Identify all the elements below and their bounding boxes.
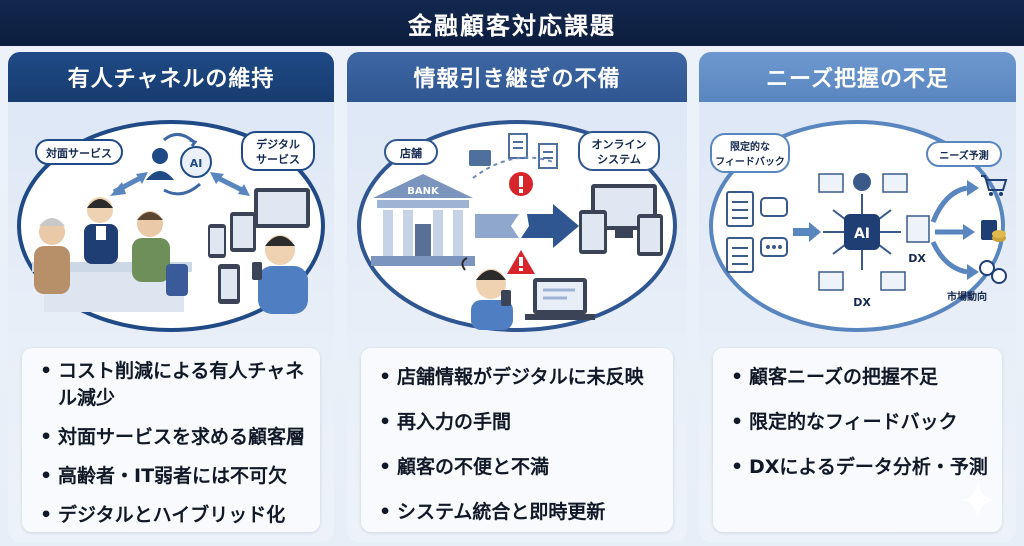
page-title: 金融顧客対応課題 [408, 11, 616, 40]
money-icon [979, 260, 1007, 284]
alert-circle-icon [509, 172, 533, 196]
svg-text:限定的な: 限定的な [730, 140, 770, 153]
input-arrow [793, 222, 821, 242]
svg-text:ニーズ予測: ニーズ予測 [939, 149, 989, 162]
panel-header: ニーズ把握の不足 [699, 52, 1016, 102]
bullet-item: 限定的なフィードバック [731, 409, 990, 436]
feedback-forms-icon [726, 191, 754, 273]
bullet-item: 店舗情報がデジタルに未反映 [379, 364, 661, 391]
bullet-item: DXによるデータ分析・予測 [731, 454, 990, 481]
svg-text:フィードバック: フィードバック [715, 156, 785, 168]
staffed-channel-illustration: 対面サービス デジタル サービス AI [17, 120, 325, 332]
young-user-person [252, 235, 308, 314]
svg-text:対面サービス: 対面サービス [45, 146, 112, 160]
svg-text:AI: AI [854, 226, 870, 242]
face-service-label: 対面サービス [35, 139, 123, 165]
digital-service-label: デジタル サービス [241, 131, 315, 171]
needs-insight-illustration: 限定的な フィードバック ニーズ予測 [709, 120, 1008, 332]
frustrated-user-person [461, 257, 513, 330]
coins-icon [981, 220, 1006, 242]
ai-agent-icon: AI [146, 133, 212, 196]
bank-staff-person [84, 197, 118, 264]
dx-label-bottom: DX [853, 296, 871, 309]
bullet-list: コスト削減による有人チャネル減少 対面サービスを求める顧客層 高齢者・IT弱者に… [22, 348, 320, 532]
bullet-list: 店舗情報がデジタルに未反映 再入力の手間 顧客の不便と不満 システム統合と即時更… [361, 348, 673, 532]
bullet-item: デジタルとハイブリッド化 [40, 502, 308, 529]
svg-text:デジタル: デジタル [256, 137, 300, 151]
panel-header: 情報引き継ぎの不備 [347, 52, 687, 102]
svg-text:オンライン: オンライン [592, 138, 647, 151]
elderly-customer-person [34, 218, 70, 294]
bullet-item: 顧客の不便と不満 [379, 454, 661, 481]
bullet-item: コスト削減による有人チャネル減少 [40, 358, 308, 412]
needs-forecast-label: ニーズ予測 [926, 141, 1002, 167]
info-handover-illustration: 店舗 オンライン システム BANK [357, 120, 677, 332]
chat-bubble-icon [760, 197, 788, 257]
bullet-list: 顧客ニーズの把握不足 限定的なフィードバック DXによるデータ分析・予測 [713, 348, 1002, 532]
right-double-arrow [210, 172, 250, 196]
online-devices [579, 184, 663, 256]
dx-label-right: DX [908, 252, 926, 265]
svg-text:AI: AI [190, 157, 203, 170]
output-arrows [930, 180, 979, 280]
panel-needs-insight: ニーズ把握の不足 限定的な フィードバック ニーズ予測 [699, 52, 1016, 542]
male-customer-person [132, 211, 188, 296]
illustration-needs-insight: 限定的な フィードバック ニーズ予測 [705, 114, 1010, 334]
online-system-label: オンライン システム [578, 131, 660, 171]
bullet-item: 再入力の手間 [379, 409, 661, 436]
desk [32, 262, 192, 272]
laptop-icon [525, 278, 595, 320]
panel-header: 有人チャネルの維持 [8, 52, 334, 102]
svg-text:サービス: サービス [256, 152, 300, 166]
limited-feedback-label: 限定的な フィードバック [710, 133, 790, 173]
ai-chip-icon: AI [823, 194, 901, 270]
digital-devices [208, 188, 310, 304]
bank-building-icon: BANK [371, 174, 475, 266]
bullet-item: 顧客ニーズの把握不足 [731, 364, 990, 391]
market-trend-label: 市場動向 [947, 290, 987, 303]
warning-triangle-icon [507, 250, 535, 274]
shopping-cart-icon [981, 175, 1008, 196]
illustration-info-handover: 店舗 オンライン システム BANK [353, 114, 681, 334]
svg-text:システム: システム [597, 153, 641, 166]
svg-text:店舗: 店舗 [400, 146, 422, 160]
store-label: 店舗 [384, 139, 438, 165]
panel-staffed-channel: 有人チャネルの維持 対面サービス デジタル サービス AI [8, 52, 334, 542]
bullet-item: システム統合と即時更新 [379, 499, 661, 526]
bullet-item: 高齢者・IT弱者には不可欠 [40, 463, 308, 490]
title-bar: 金融顧客対応課題 [0, 0, 1024, 46]
svg-text:BANK: BANK [407, 186, 440, 197]
panel-info-handover: 情報引き継ぎの不備 店舗 オンライン システム BANK [347, 52, 687, 542]
illustration-staffed-channel: 対面サービス デジタル サービス AI [14, 114, 328, 334]
left-double-arrow [110, 172, 148, 196]
bullet-item: 対面サービスを求める顧客層 [40, 424, 308, 451]
documents-icon [469, 133, 558, 179]
broken-transfer-arrow [475, 204, 579, 248]
sparkle-icon [960, 482, 996, 518]
analytics-charts [818, 173, 930, 291]
